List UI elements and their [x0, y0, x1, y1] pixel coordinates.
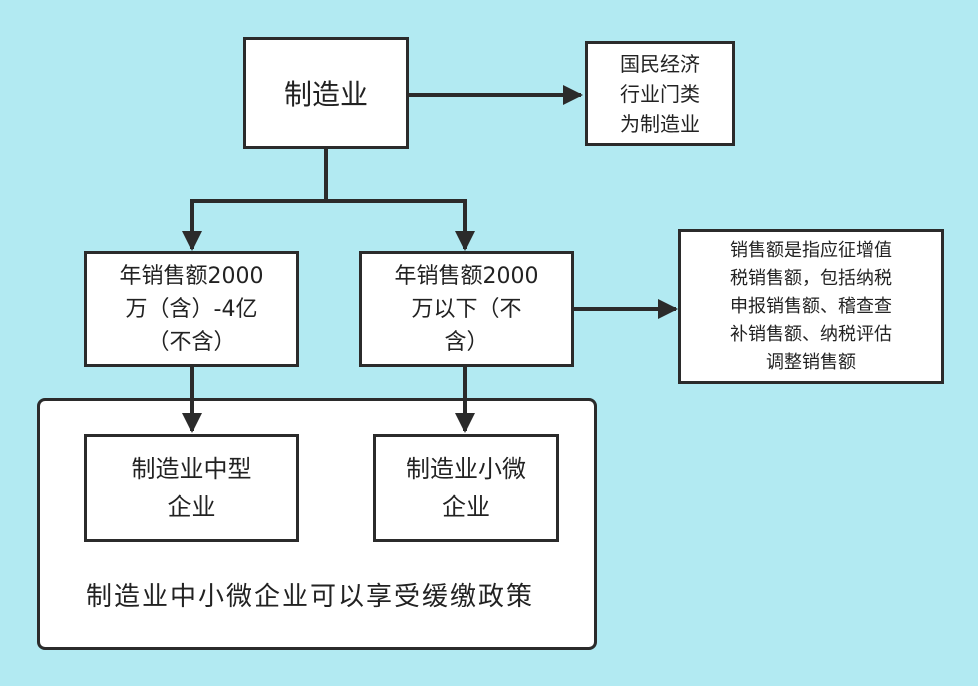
node-industry-category: 国民经济 行业门类 为制造业: [585, 41, 735, 146]
region-caption: 制造业中小微企业可以享受缓缴政策: [86, 582, 535, 612]
node-manufacturing: 制造业: [243, 37, 409, 149]
node-medium-enterprise: 制造业中型 企业: [84, 434, 299, 542]
node-sales-definition: 销售额是指应征增值 税销售额，包括纳税 申报销售额、稽查查 补销售额、纳税评估 …: [678, 229, 944, 384]
node-sales-2000-to-4yi: 年销售额2000 万（含）-4亿 （不含）: [84, 251, 299, 367]
node-sales-below-2000: 年销售额2000 万以下（不 含）: [359, 251, 574, 367]
node-small-micro-enterprise: 制造业小微 企业: [373, 434, 559, 542]
